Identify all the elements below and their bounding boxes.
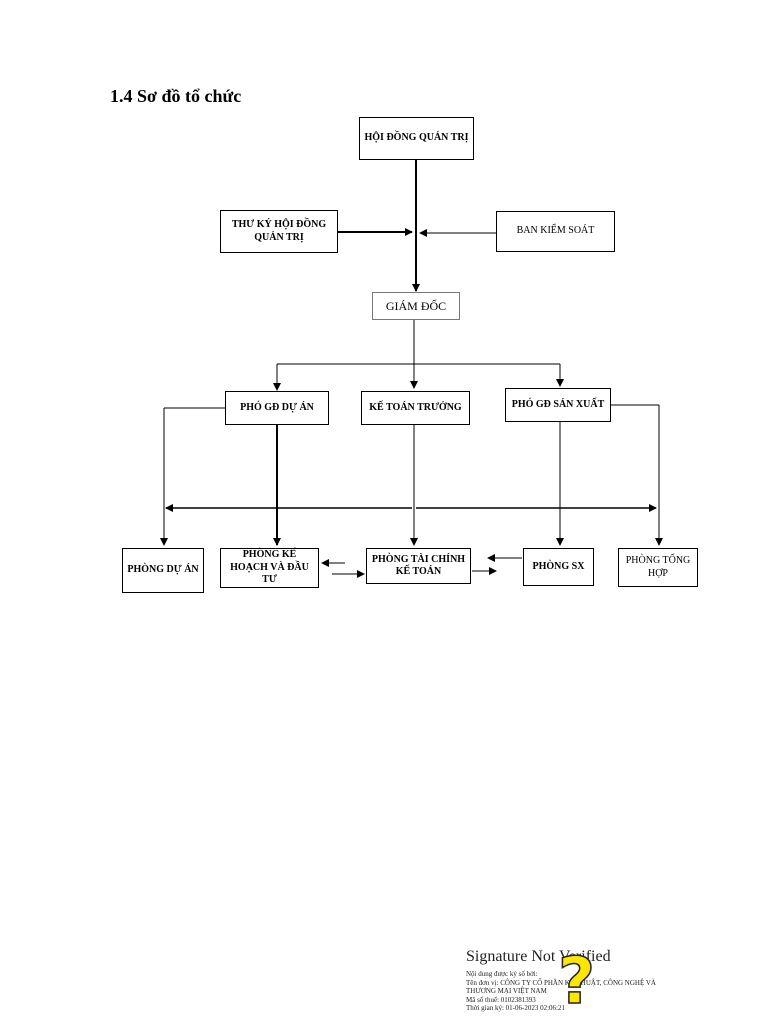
question-mark-icon: ? bbox=[557, 945, 596, 1019]
box-phong-sx: PHÒNG SX bbox=[523, 548, 594, 586]
signature-line: Mã số thuế: 0102381393 bbox=[466, 995, 536, 1004]
signature-line: Thời gian ký: 01-06-2023 02:06:21 bbox=[466, 1004, 565, 1012]
signature-status: Signature Not Verified bbox=[466, 948, 611, 965]
box-pho-gd-san-xuat: PHÓ GĐ SẢN XUẤT bbox=[505, 388, 611, 422]
box-phong-tong-hop: PHÒNG TỔNG HỢP bbox=[618, 548, 698, 587]
box-phong-tai-chinh-ke-toan: PHÒNG TÀI CHÍNH KẾ TOÁN bbox=[366, 548, 471, 584]
signature-line: Tên đơn vị: CÔNG TY CỔ PHẦN KỸ THUẬT, CÔ… bbox=[466, 978, 656, 987]
page-heading: 1.4 Sơ đồ tổ chức bbox=[110, 86, 242, 106]
box-pho-gd-du-an: PHÓ GĐ DỰ ÁN bbox=[225, 391, 329, 425]
box-phong-du-an: PHÒNG DỰ ÁN bbox=[122, 548, 204, 593]
box-ban-kiem-soat: BAN KIỂM SOÁT bbox=[496, 211, 615, 252]
box-phong-ke-hoach-dau-tu: PHÒNG KẾ HOẠCH VÀ ĐẦU TƯ bbox=[220, 548, 319, 588]
box-giam-doc: GIÁM ĐỐC bbox=[372, 292, 460, 320]
signature-line: THƯƠNG MẠI VIỆT NAM bbox=[466, 987, 547, 995]
signature-line: Nội dung được ký số bởi: bbox=[466, 970, 538, 978]
digital-signature-stamp: Signature Not Verified Nội dung được ký … bbox=[466, 948, 756, 1018]
box-hoi-dong-quan-tri: HỘI ĐỒNG QUẢN TRỊ bbox=[359, 117, 474, 160]
box-thu-ky-hdqt: THƯ KÝ HỘI ĐỒNG QUẢN TRỊ bbox=[220, 210, 338, 253]
signature-details: Nội dung được ký số bởi: Tên đơn vị: CÔN… bbox=[466, 970, 656, 1013]
box-ke-toan-truong: KẾ TOÁN TRƯỞNG bbox=[361, 391, 470, 425]
